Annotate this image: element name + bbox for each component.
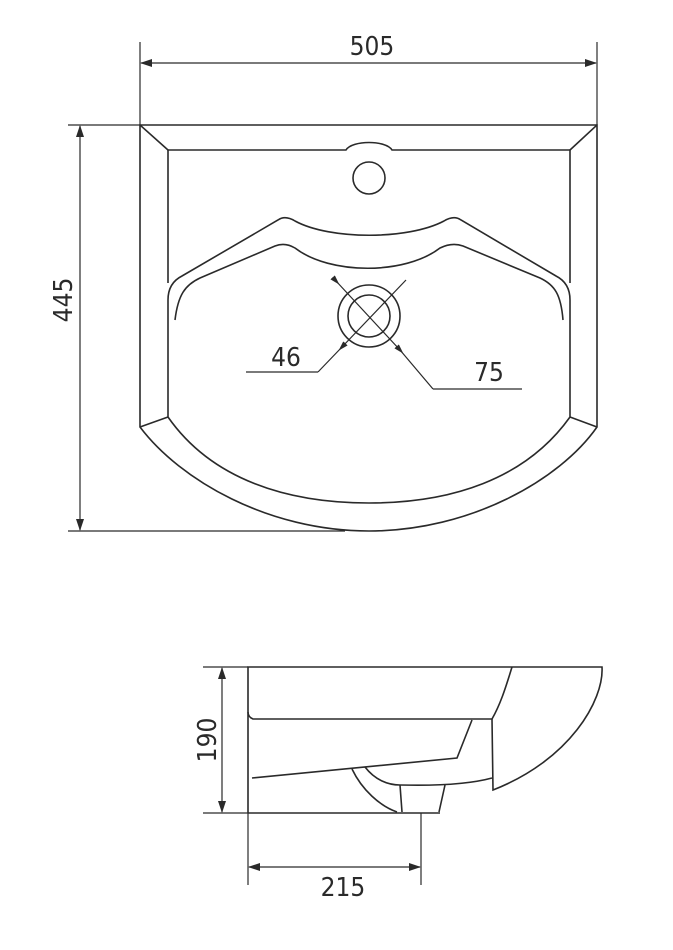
- width-label: 505: [350, 32, 395, 62]
- siphon-outlet: [399, 784, 446, 813]
- bowl-inner-curve: [174, 243, 564, 321]
- drain-offset-dimension: 215: [247, 813, 422, 903]
- tap-hole: [352, 161, 386, 195]
- basin-outer-outline: [139, 124, 598, 532]
- rim-inner-edge: [167, 141, 571, 283]
- drain-inner-diameter-label: 46: [271, 343, 301, 373]
- depth-label: 445: [49, 278, 79, 323]
- drain-outer-diameter-label: 75: [474, 358, 504, 388]
- height-label: 190: [193, 718, 223, 763]
- height-dimension: 190: [193, 666, 248, 814]
- width-dimension: 505: [139, 32, 598, 125]
- drain-offset-label: 215: [321, 873, 366, 903]
- depth-dimension: 445: [49, 124, 345, 532]
- drain: 46 75: [246, 275, 522, 390]
- side-outline: [247, 666, 603, 813]
- top-view: 505 445: [49, 32, 598, 532]
- side-view: 190 215: [193, 666, 603, 903]
- bowl-outline: [167, 216, 571, 504]
